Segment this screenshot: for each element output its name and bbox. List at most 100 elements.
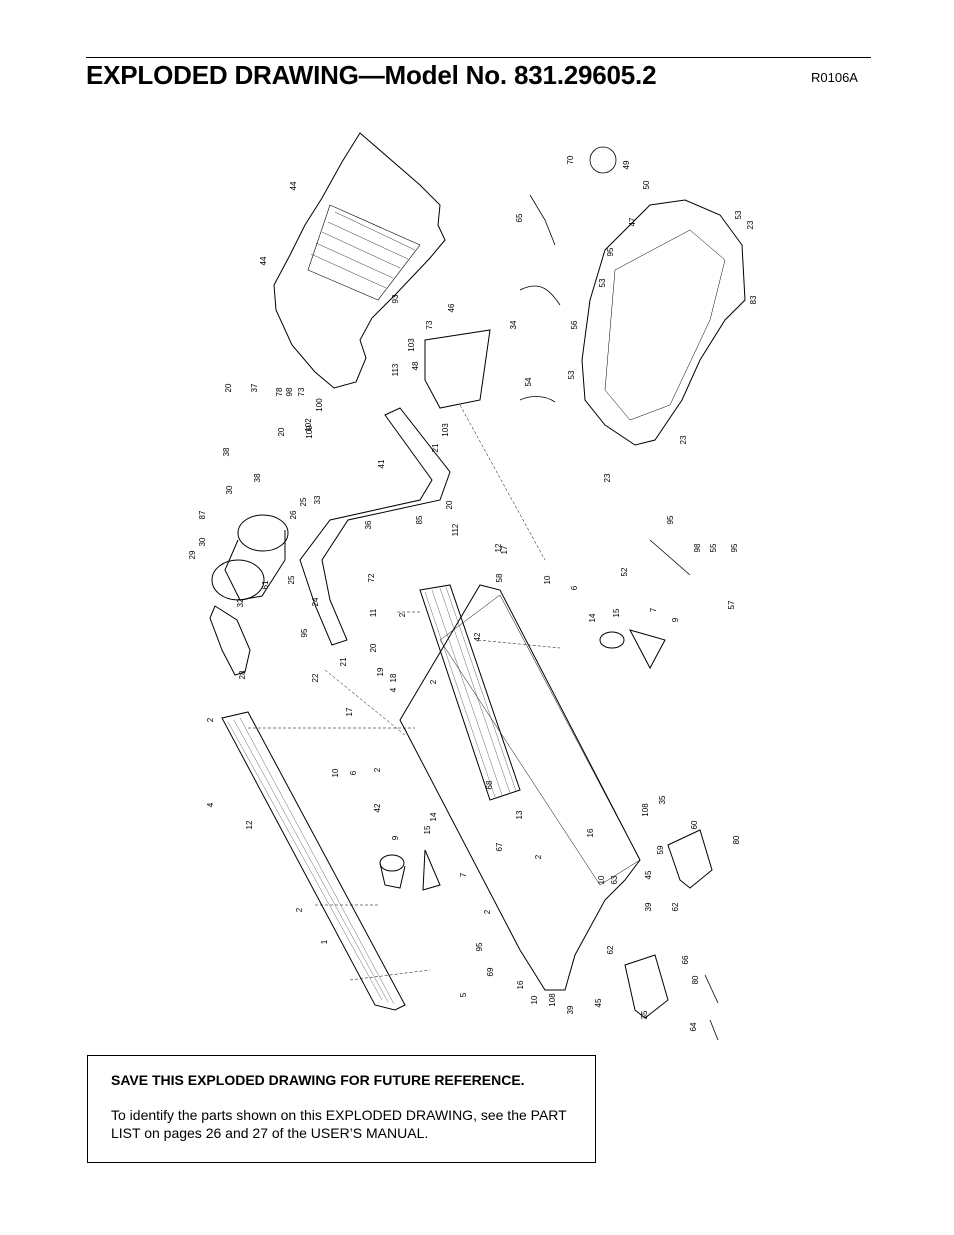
part-callout-22: 22 (311, 673, 320, 682)
part-callout-2: 2 (483, 909, 492, 914)
part-callout-10: 10 (530, 995, 539, 1004)
part-callout-2: 2 (295, 907, 304, 912)
part-callout-100: 100 (315, 398, 324, 412)
part-callout-98: 98 (693, 543, 702, 552)
part-callout-7: 7 (649, 607, 658, 612)
part-callout-20: 20 (445, 500, 454, 509)
part-callout-2: 2 (534, 854, 543, 859)
part-callout-80: 80 (732, 835, 741, 844)
motor-hood-grille (307, 204, 421, 301)
part-callout-55: 55 (709, 543, 718, 552)
part-callout-113: 113 (391, 363, 400, 376)
upright-frame (299, 407, 451, 646)
part-callout-1: 1 (320, 939, 329, 944)
part-callout-59: 59 (656, 845, 665, 854)
part-callout-10: 10 (331, 768, 340, 777)
part-callout-33: 33 (313, 495, 322, 504)
part-callout-58: 58 (495, 573, 504, 582)
part-callout-12: 12 (245, 820, 254, 829)
part-callout-25: 25 (287, 575, 296, 584)
part-callout-42: 42 (473, 632, 482, 641)
part-callout-57: 57 (727, 600, 736, 609)
part-callout-17: 17 (345, 707, 354, 716)
part-callout-41: 41 (377, 459, 386, 468)
part-callout-56: 56 (570, 320, 579, 329)
part-callout-13: 13 (515, 810, 524, 819)
part-callout-62: 62 (606, 945, 615, 954)
part-callout-9: 9 (671, 617, 680, 622)
motor-hood (273, 132, 446, 389)
drawing-code: R0106A (811, 70, 858, 85)
front-roller (379, 854, 405, 872)
part-callout-23: 23 (679, 435, 688, 444)
left-endcap (624, 954, 669, 1019)
part-callout-95: 95 (666, 515, 675, 524)
part-callout-103: 103 (441, 423, 450, 437)
rear-roller (599, 631, 625, 649)
part-callout-69: 69 (486, 967, 495, 976)
part-callout-32: 32 (236, 598, 245, 607)
part-callout-50: 50 (642, 180, 651, 189)
part-callout-23: 23 (746, 220, 755, 229)
part-callout-9: 9 (391, 835, 400, 840)
part-callout-73: 73 (425, 320, 434, 329)
part-callout-30: 30 (225, 485, 234, 494)
part-callout-20: 20 (224, 383, 233, 392)
part-callout-45: 45 (594, 998, 603, 1007)
part-callout-21: 21 (339, 657, 348, 666)
part-callout-67: 67 (495, 842, 504, 851)
part-callout-10: 10 (543, 575, 552, 584)
part-callout-95: 95 (730, 543, 739, 552)
part-callout-2: 2 (398, 612, 407, 617)
part-callout-83: 83 (749, 295, 758, 304)
part-callout-4: 4 (206, 802, 215, 807)
motor-body (237, 514, 289, 552)
part-callout-5: 5 (459, 992, 468, 997)
part-callout-54: 54 (524, 377, 533, 386)
part-callout-78: 78 (275, 387, 284, 396)
part-callout-35: 35 (658, 795, 667, 804)
part-callout-38: 38 (253, 473, 262, 482)
part-callout-4: 4 (389, 687, 398, 692)
part-callout-16: 16 (586, 828, 595, 837)
part-callout-95: 95 (475, 942, 484, 951)
part-callout-52: 52 (620, 567, 629, 576)
part-callout-6: 6 (570, 585, 579, 590)
walking-belt (439, 594, 641, 886)
motor-base (211, 559, 265, 601)
part-callout-46: 46 (447, 303, 456, 312)
part-callout-85: 85 (415, 515, 424, 524)
motor-tray (581, 199, 746, 446)
part-callout-25: 25 (299, 497, 308, 506)
part-callout-42: 42 (373, 803, 382, 812)
part-callout-108: 108 (641, 803, 650, 817)
part-callout-2: 2 (206, 717, 215, 722)
part-callout-2: 2 (373, 767, 382, 772)
note-heading: SAVE THIS EXPLODED DRAWING FOR FUTURE RE… (111, 1072, 525, 1088)
part-callout-103: 103 (407, 338, 416, 352)
part-callout-10: 10 (597, 875, 606, 884)
part-callout-16: 16 (516, 980, 525, 989)
part-callout-15: 15 (423, 825, 432, 834)
part-callout-7: 7 (459, 872, 468, 877)
motor-tray-inner (604, 229, 726, 421)
part-callout-19: 19 (376, 667, 385, 676)
part-callout-28: 28 (238, 670, 247, 679)
motor-belt (209, 605, 251, 676)
part-callout-53: 53 (734, 210, 743, 219)
controller-box (424, 329, 491, 409)
part-callout-30: 30 (198, 537, 207, 546)
part-callout-35: 35 (640, 1010, 649, 1019)
part-callout-61: 61 (261, 580, 270, 589)
part-callout-37: 37 (250, 383, 259, 392)
part-callout-12: 12 (494, 543, 503, 552)
part-callout-65: 65 (515, 213, 524, 222)
part-callout-15: 15 (612, 608, 621, 617)
part-callout-102: 102 (304, 418, 313, 432)
part-callout-14: 14 (429, 812, 438, 821)
part-callout-68: 68 (485, 780, 494, 789)
part-callout-53: 53 (598, 278, 607, 287)
part-callout-72: 72 (367, 573, 376, 582)
